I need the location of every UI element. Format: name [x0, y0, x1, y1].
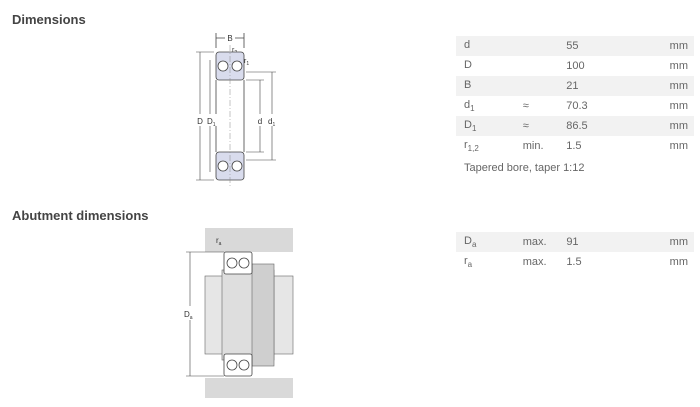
label-ra-sub: a	[219, 241, 222, 247]
dimension-qualifier	[515, 56, 558, 76]
svg-text:D1: D1	[207, 117, 216, 128]
svg-text:d1: d1	[268, 117, 275, 128]
dimension-unit: mm	[669, 100, 688, 112]
dimension-row: D 100 mm	[456, 56, 694, 76]
abutment-symbol: ra	[464, 254, 473, 270]
abutment-title: Abutment dimensions	[12, 208, 149, 223]
svg-text:Da: Da	[184, 310, 193, 321]
dimension-value: 86.5	[558, 116, 662, 136]
dimension-qualifier: ≈	[522, 100, 529, 112]
dimension-value: 21	[558, 76, 662, 96]
label-ra: r	[216, 236, 219, 245]
abutment-qualifier: max.	[514, 232, 559, 252]
bearing-dimensions-drawing: B r2 r1 D D1 d d1	[194, 33, 280, 188]
abutment-unit: mm	[661, 232, 694, 252]
abutment-symbol: Da	[456, 232, 515, 252]
label-D1: D	[207, 117, 213, 126]
label-r1: r	[244, 58, 247, 65]
label-r2: r	[232, 47, 235, 54]
dimension-symbol: d1	[464, 98, 475, 114]
bore-note: Tapered bore, taper 1:12	[464, 162, 585, 174]
dimension-row: r1,2 min. 1.5 mm	[456, 136, 694, 156]
dimension-unit: mm	[669, 140, 688, 152]
dimension-value: 55	[558, 36, 662, 56]
abutment-drawing: ra Da	[182, 228, 294, 398]
label-r1-sub: 1	[246, 61, 249, 67]
svg-text:r1: r1	[244, 58, 249, 67]
dimension-unit: mm	[661, 36, 694, 56]
dimension-unit: mm	[661, 76, 694, 96]
dimension-symbol: r1,2	[464, 138, 479, 154]
svg-text:ra: ra	[216, 236, 222, 247]
label-B: B	[227, 34, 232, 43]
label-D: D	[197, 117, 203, 126]
dimension-symbol: d	[456, 36, 515, 56]
label-Da-sub: a	[190, 315, 193, 321]
label-d1: d	[268, 117, 272, 126]
abutment-unit: mm	[669, 256, 688, 268]
abutment-qualifier: max.	[522, 256, 547, 268]
label-d1-sub: 1	[272, 122, 275, 128]
dimension-symbol: B	[456, 76, 515, 96]
dimension-unit: mm	[661, 116, 694, 136]
dimension-qualifier: ≈	[514, 116, 559, 136]
dimension-row: d1 ≈ 70.3 mm	[456, 96, 694, 116]
dimension-row: D1 ≈ 86.5 mm	[456, 116, 694, 136]
dimension-qualifier: min.	[522, 140, 544, 152]
abutment-row: ra max. 1.5 mm	[456, 252, 694, 272]
dimensions-table: d 55 mm D 100 mm B 21 mm d1 ≈ 70.3 mm D1…	[456, 36, 694, 156]
abutment-table: Da max. 91 mm ra max. 1.5 mm	[456, 232, 694, 272]
dimension-unit: mm	[669, 60, 688, 72]
abutment-value: 1.5	[566, 256, 582, 268]
dimension-qualifier	[514, 76, 559, 96]
dimension-symbol: D1	[456, 116, 515, 136]
label-Da: D	[184, 310, 190, 319]
dimension-value: 100	[566, 60, 585, 72]
dimension-qualifier	[514, 36, 559, 56]
dimension-value: 1.5	[566, 140, 582, 152]
dimensions-title: Dimensions	[12, 12, 86, 27]
dimension-symbol: D	[464, 58, 472, 71]
abutment-row: Da max. 91 mm	[456, 232, 694, 252]
dimension-value: 70.3	[566, 100, 588, 112]
abutment-value: 91	[558, 232, 662, 252]
label-D1-sub: 1	[213, 122, 216, 128]
label-d: d	[258, 117, 262, 126]
dimension-row: B 21 mm	[456, 76, 694, 96]
dimension-row: d 55 mm	[456, 36, 694, 56]
